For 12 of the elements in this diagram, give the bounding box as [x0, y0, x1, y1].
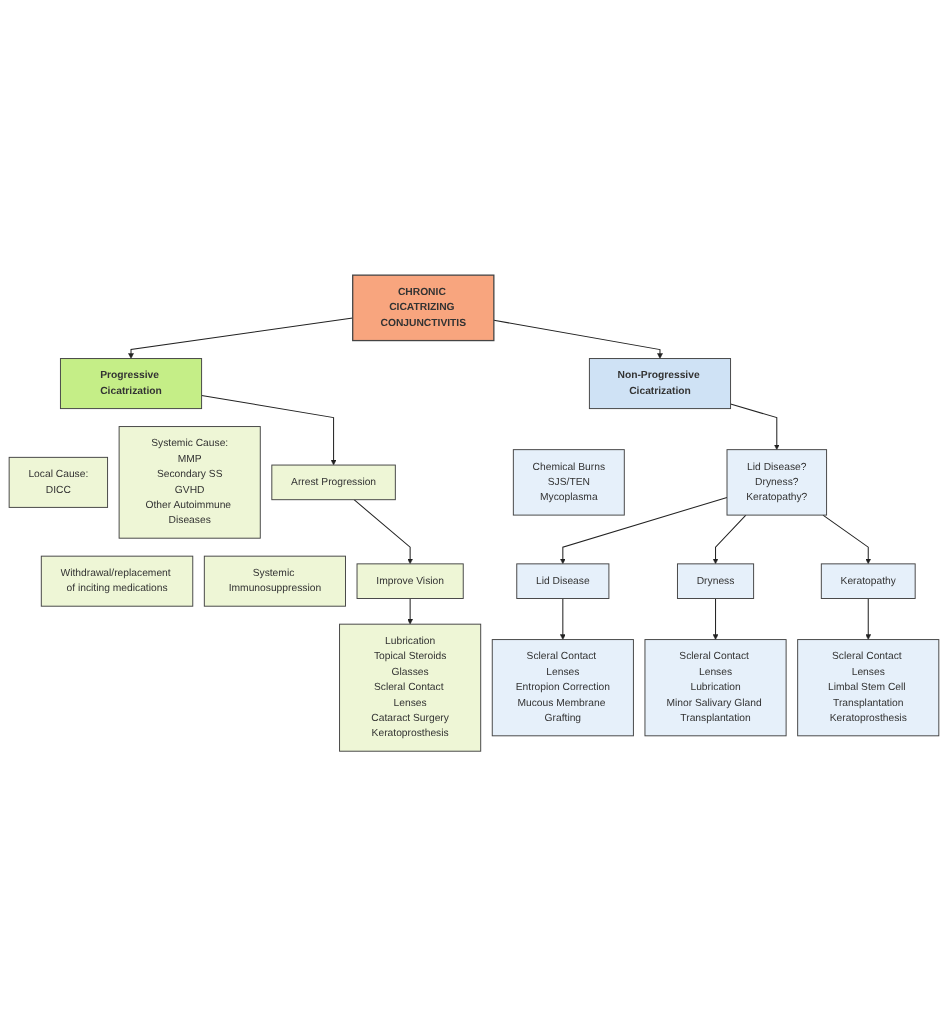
arrow [493, 319, 663, 359]
arrow [560, 496, 728, 564]
arrow [730, 403, 780, 450]
arrow [560, 597, 566, 640]
arrow [407, 597, 413, 625]
arrow [822, 514, 872, 564]
arrow [712, 597, 719, 640]
arrow [865, 597, 872, 640]
arrow [712, 514, 747, 564]
arrow [128, 317, 354, 359]
arrow [353, 499, 413, 564]
arrow [201, 394, 337, 466]
